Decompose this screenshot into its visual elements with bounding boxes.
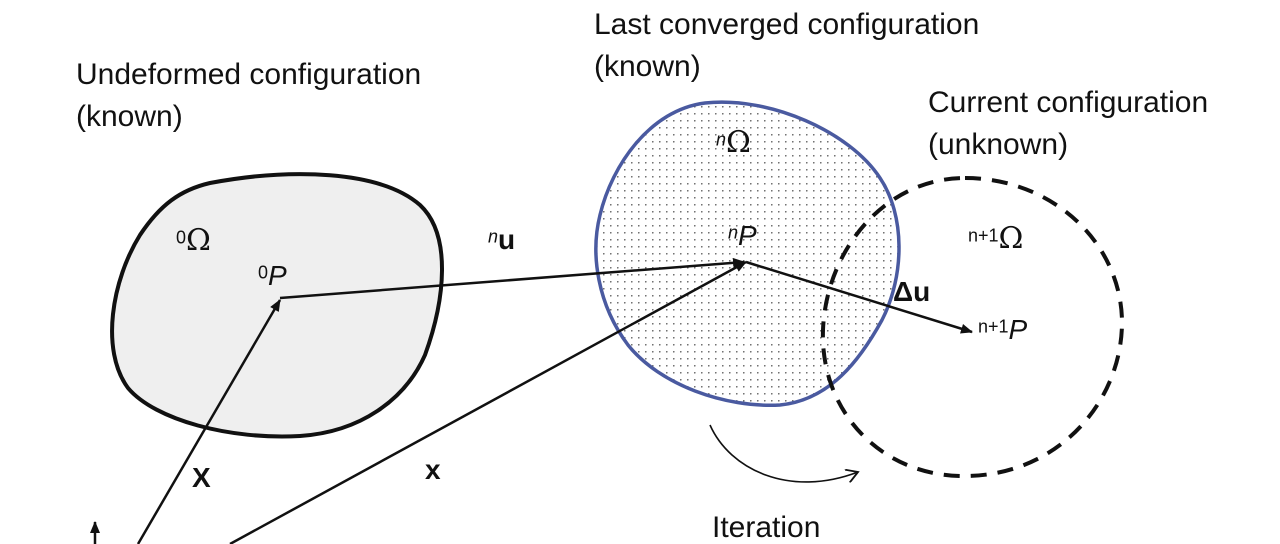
current-status: (unknown)	[928, 128, 1069, 161]
last-converged-configuration-label: Last converged configuration (known)	[594, 4, 979, 88]
last-converged-domain-symbol: nΩ	[716, 125, 751, 160]
undeformed-title: Undeformed configuration	[76, 58, 422, 91]
increment-vector-label: Δu	[893, 276, 931, 307]
iteration-arrow	[709, 424, 858, 483]
current-position-label: x	[425, 454, 441, 485]
last-converged-point-label: nP	[728, 220, 757, 251]
undeformed-status: (known)	[76, 100, 183, 133]
reference-position-label: X	[192, 462, 211, 493]
iteration-label: Iteration	[712, 511, 821, 544]
undeformed-configuration-label: Undeformed configuration (known)	[76, 54, 421, 138]
current-position-vector	[229, 260, 747, 544]
increment-vector	[745, 260, 973, 334]
current-title: Current configuration	[928, 86, 1209, 119]
last-converged-status: (known)	[594, 50, 701, 83]
displacement-vector	[279, 257, 745, 300]
current-domain-symbol: n+1Ω	[968, 221, 1024, 256]
current-point-label: n+1P	[978, 314, 1028, 345]
undeformed-point-label: 0P	[258, 260, 287, 291]
current-configuration-label: Current configuration (unknown)	[928, 82, 1208, 166]
undeformed-domain-symbol: 0Ω	[176, 223, 211, 258]
reference-position-vector	[136, 299, 282, 544]
last-converged-title: Last converged configuration	[594, 8, 980, 41]
displacement-vector-label: nu	[488, 224, 516, 255]
